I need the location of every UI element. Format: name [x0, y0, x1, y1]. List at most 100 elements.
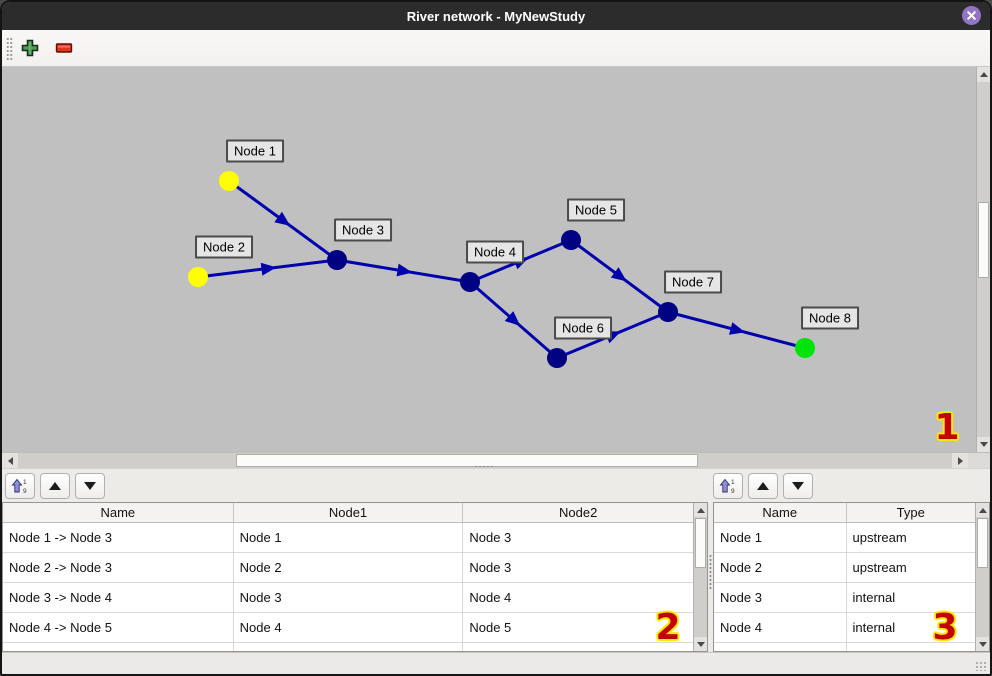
- table-cell[interactable]: Node 3: [234, 583, 464, 612]
- table-cell[interactable]: internal: [852, 590, 896, 605]
- canvas-hscrollbar[interactable]: [2, 452, 990, 468]
- table-vscroll-thumb[interactable]: [695, 518, 706, 568]
- scroll-right-button[interactable]: [952, 453, 968, 468]
- scroll-down-button[interactable]: [694, 637, 707, 651]
- table-row[interactable]: Node 4 internal: [714, 613, 975, 643]
- node-label-node-4[interactable]: Node 4: [466, 240, 524, 264]
- table-row[interactable]: Node 1 upstream: [714, 523, 975, 553]
- scroll-left-button[interactable]: [2, 453, 18, 468]
- nodes-move-up-button[interactable]: [748, 473, 778, 499]
- node-label-node-3[interactable]: Node 3: [334, 218, 392, 242]
- table-cell[interactable]: internal: [852, 620, 896, 635]
- scroll-down-button[interactable]: [976, 637, 989, 651]
- add-plus-icon: [21, 39, 39, 57]
- table-row-partial[interactable]: [714, 643, 975, 651]
- table-cell[interactable]: Node 4: [469, 590, 512, 605]
- annotation-1: 1: [934, 407, 960, 448]
- links-sort-button[interactable]: 1 9: [5, 473, 35, 499]
- titlebar[interactable]: River network - MyNewStudy: [2, 2, 990, 30]
- splitter-handle[interactable]: [474, 465, 494, 468]
- canvas-vscroll-track[interactable]: [977, 82, 990, 437]
- column-header-name[interactable]: Name: [714, 503, 847, 522]
- triangle-down-icon: [792, 482, 804, 490]
- table-cell[interactable]: Node 2: [234, 553, 464, 582]
- canvas-hscroll-thumb[interactable]: [236, 454, 698, 467]
- table-cell[interactable]: Node 5: [469, 620, 512, 635]
- node-circle-node-8[interactable]: [795, 338, 815, 358]
- remove-node-button[interactable]: [52, 36, 76, 60]
- table-cell[interactable]: Node 3: [469, 530, 512, 545]
- table-cell[interactable]: Node 2: [714, 553, 847, 582]
- scroll-up-button[interactable]: [976, 503, 989, 517]
- table-cell[interactable]: Node 1 -> Node 3: [3, 523, 234, 552]
- node-circle-node-2[interactable]: [188, 267, 208, 287]
- canvas-hscroll-track[interactable]: [18, 453, 952, 468]
- scroll-up-button[interactable]: [694, 503, 707, 517]
- flow-arrow-icon: [504, 311, 521, 326]
- table-cell[interactable]: Node 3 -> Node 4: [3, 583, 234, 612]
- nodes-move-down-button[interactable]: [783, 473, 813, 499]
- sort-ascending-icon: 1 9: [719, 478, 735, 495]
- node-label-node-7[interactable]: Node 7: [664, 270, 722, 294]
- scroll-up-button[interactable]: [977, 67, 990, 82]
- triangle-up-icon: [49, 482, 61, 490]
- node-label-node-2[interactable]: Node 2: [195, 235, 253, 259]
- tables-toolbar: 1 9 1 9: [2, 468, 990, 502]
- table-row-partial[interactable]: [3, 643, 693, 651]
- table-row[interactable]: Node 3 internal: [714, 583, 975, 613]
- network-canvas[interactable]: Node 1 Node 2 Node 3 Node 4 Node 5 Node 6 Node…: [2, 67, 976, 452]
- triangle-left-icon: [7, 456, 13, 465]
- network-svg: [188, 171, 815, 368]
- table-vscrollbar[interactable]: [693, 503, 707, 651]
- column-header-type[interactable]: Type: [896, 505, 925, 520]
- flow-arrow-icon: [396, 263, 413, 277]
- add-node-button[interactable]: [18, 36, 42, 60]
- node-circle-node-4[interactable]: [460, 272, 480, 292]
- table-cell[interactable]: Node 3: [469, 560, 512, 575]
- node-label-node-5[interactable]: Node 5: [567, 198, 625, 222]
- resize-grip[interactable]: [975, 661, 987, 671]
- node-circle-node-3[interactable]: [327, 250, 347, 270]
- table-cell[interactable]: upstream: [852, 560, 907, 575]
- close-button[interactable]: [962, 6, 981, 25]
- nodes-sort-button[interactable]: 1 9: [713, 473, 743, 499]
- links-move-down-button[interactable]: [75, 473, 105, 499]
- column-header-node2[interactable]: Node2: [559, 505, 598, 520]
- table-cell[interactable]: Node 1: [234, 523, 464, 552]
- node-circle-node-1[interactable]: [219, 171, 239, 191]
- table-cell[interactable]: Node 4: [714, 613, 847, 642]
- scroll-down-button[interactable]: [977, 437, 990, 452]
- table-cell[interactable]: Node 4: [234, 613, 464, 642]
- node-label-node-6[interactable]: Node 6: [554, 316, 612, 340]
- table-cell[interactable]: Node 2 -> Node 3: [3, 553, 234, 582]
- table-row[interactable]: Node 2 upstream: [714, 553, 975, 583]
- column-header-name[interactable]: Name: [3, 503, 234, 522]
- node-circle-node-6[interactable]: [547, 348, 567, 368]
- table-vscroll-track[interactable]: [976, 517, 989, 637]
- table-vscrollbar[interactable]: [975, 503, 989, 651]
- table-cell[interactable]: Node 4 -> Node 5: [3, 613, 234, 642]
- column-header-node1[interactable]: Node1: [234, 503, 464, 522]
- table-cell[interactable]: Node 1: [714, 523, 847, 552]
- tables-splitter[interactable]: [708, 502, 713, 652]
- node-circle-node-5[interactable]: [561, 230, 581, 250]
- node-label-node-8[interactable]: Node 8: [801, 306, 859, 330]
- node-label-node-1[interactable]: Node 1: [226, 139, 284, 163]
- node-circle-node-7[interactable]: [658, 302, 678, 322]
- splitter-grip: [709, 554, 712, 590]
- links-move-up-button[interactable]: [40, 473, 70, 499]
- table-vscroll-thumb[interactable]: [977, 518, 988, 568]
- table-cell: [234, 643, 464, 651]
- flow-arrow-icon: [274, 211, 291, 226]
- canvas-vscroll-thumb[interactable]: [978, 202, 989, 278]
- table-cell[interactable]: upstream: [852, 530, 907, 545]
- table-vscroll-track[interactable]: [694, 517, 707, 637]
- table-cell[interactable]: Node 3: [714, 583, 847, 612]
- triangle-down-icon: [696, 641, 705, 647]
- canvas-vscrollbar[interactable]: [976, 67, 990, 452]
- toolbar-grip[interactable]: [6, 37, 13, 60]
